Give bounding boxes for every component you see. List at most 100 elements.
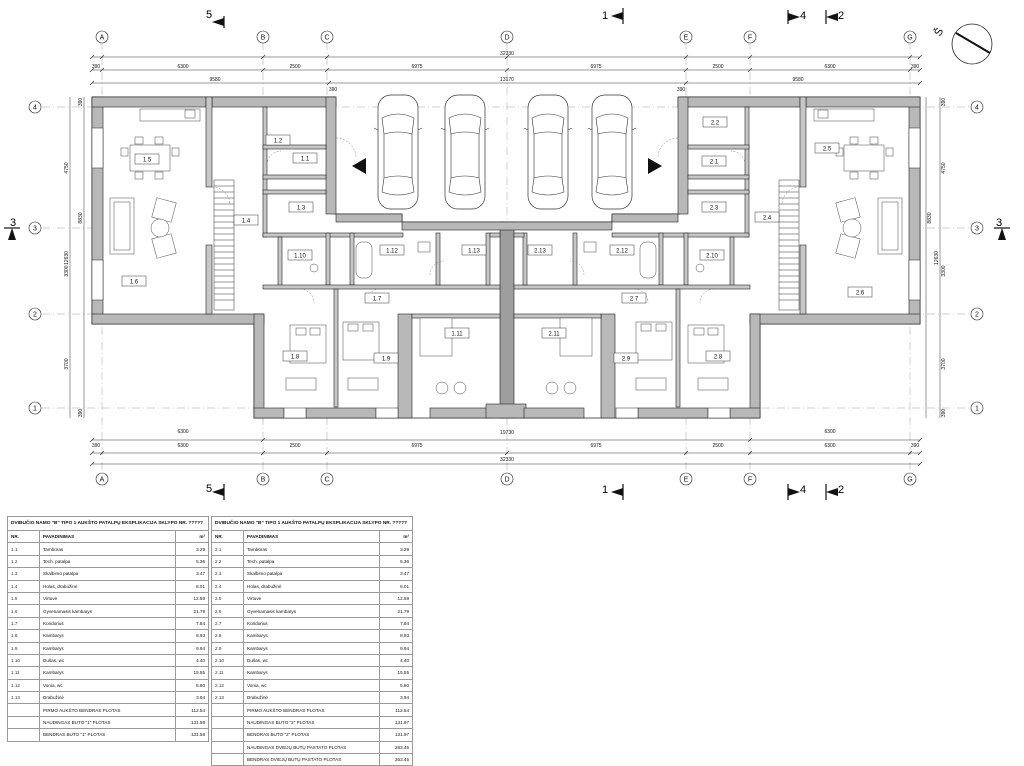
dim-text: 6300 <box>824 429 835 435</box>
grid-bubble-d-bottom: D <box>500 472 514 486</box>
dim-overall-top: 32330 <box>500 51 514 57</box>
table-cell-nr: 2.13 <box>211 691 244 705</box>
section-label: 3 <box>10 217 16 229</box>
section-label: 1 <box>602 10 608 22</box>
table-cell-name: Tambūras <box>243 542 380 556</box>
table-cell-area: 3.29 <box>174 542 210 556</box>
grid-bubble-2-right: 2 <box>970 307 984 321</box>
column-header-area: m² <box>174 529 210 544</box>
table-cell-nr: 1.1 <box>7 542 40 556</box>
svg-text:1.1: 1.1 <box>301 157 310 163</box>
entrance-arrow-left-icon <box>352 158 366 174</box>
section-marker-2-top: 2 <box>825 10 844 24</box>
svg-text:1.3: 1.3 <box>297 206 306 212</box>
table-cell-nr: 2.11 <box>211 666 244 680</box>
car-icon <box>440 94 490 210</box>
grid-bubble-b-bottom: B <box>256 472 270 486</box>
table-cell-nr <box>211 740 244 755</box>
table-cell-area: 131.58 <box>174 728 210 742</box>
svg-text:2.3: 2.3 <box>710 206 719 212</box>
dim-text: 9580 <box>209 77 220 83</box>
table-cell-nr: 2.2 <box>211 554 244 569</box>
table-cell-area: 4.40 <box>174 653 210 668</box>
dim-text: 4750 <box>941 162 947 173</box>
table-cell-area: 15.55 <box>378 666 414 680</box>
grid-bubble-f-bottom: F <box>743 472 757 486</box>
table-cell-nr: 1.10 <box>7 653 40 668</box>
dim-text: 19730 <box>500 430 514 436</box>
dim-text: 9580 <box>792 77 803 83</box>
table-cell-area: 5.36 <box>378 554 414 569</box>
table-cell-nr: 1.13 <box>7 691 40 705</box>
room-label-2-3: 2.3 <box>701 201 727 213</box>
table-cell-nr: 1.5 <box>7 591 40 606</box>
room-label-1-11: 1.11 <box>444 327 470 339</box>
table-cell-name: Drabužinė <box>39 691 176 705</box>
dim-text: 390 <box>78 98 84 107</box>
section-label: 2 <box>838 484 844 496</box>
stairs <box>213 179 800 311</box>
room-label-1-8: 1.8 <box>282 350 308 362</box>
grid-bubble-a-bottom: A <box>95 472 109 486</box>
grid-label: 4 <box>975 105 979 112</box>
floor-plan: Š 5 1 4 2 5 1 4 2 <box>4 8 1010 500</box>
table-cell-name: Tech. patalpa <box>39 554 176 569</box>
grid-bubble-c-bottom: C <box>320 472 334 486</box>
table-cell-nr: 1.9 <box>7 641 40 655</box>
exterior-walls <box>91 96 921 419</box>
section-label: 3 <box>996 217 1002 229</box>
grid-label: C <box>324 477 329 484</box>
svg-text:2.7: 2.7 <box>630 297 639 303</box>
section-marker-5-bottom: 5 <box>206 483 225 500</box>
table-cell-nr <box>211 703 244 717</box>
grid-label: D <box>504 477 509 484</box>
dim-text: 2500 <box>289 64 300 70</box>
table-cell-name: Tech. patalpa <box>243 554 380 569</box>
svg-text:2.8: 2.8 <box>714 355 723 361</box>
dim-text: 390 <box>329 87 338 93</box>
svg-text:1.11: 1.11 <box>451 332 463 338</box>
section-label: 5 <box>206 9 212 21</box>
table-cell-name: Virtuvė <box>39 591 176 606</box>
grid-label: B <box>261 477 266 484</box>
room-label-1-3: 1.3 <box>288 201 314 213</box>
table-cell-name: Vonia, wc <box>243 678 380 693</box>
table-cell-area: 9.94 <box>378 641 414 655</box>
car-icon <box>373 94 423 210</box>
section-marker-3-right: 3 <box>994 217 1010 240</box>
svg-text:1.13: 1.13 <box>468 249 480 255</box>
table-cell-name: Kambarys <box>243 666 380 680</box>
dim-text: 6975 <box>411 443 422 449</box>
table-cell-name: Gyvenamasis kambarys <box>243 604 380 618</box>
dim-text: 390 <box>941 98 947 107</box>
room-label-1-2: 1.2 <box>265 134 291 146</box>
table-cell-nr: 2.1 <box>211 542 244 556</box>
grid-bubble-4-left: 4 <box>28 100 42 114</box>
dim-text: 390 <box>92 64 101 70</box>
grid-bubble-f-top: F <box>743 30 757 44</box>
grid-label: 1 <box>975 406 979 413</box>
dim-text: 6300 <box>177 429 188 435</box>
dim-text: 390 <box>941 409 947 418</box>
grid-label: F <box>748 477 752 484</box>
grid-label: B <box>261 35 266 42</box>
dim-text: 390 <box>677 87 686 93</box>
north-label: Š <box>931 26 946 39</box>
table-cell-nr <box>7 728 40 742</box>
section-label: 1 <box>602 484 608 496</box>
grid-label: 1 <box>33 406 37 413</box>
section-marker-4-top: 4 <box>787 10 806 24</box>
svg-text:2.13: 2.13 <box>534 249 546 255</box>
dim-overall-bottom: 32330 <box>500 457 514 463</box>
table-cell-name: BENDRAS BUTO "2" PLOTAS <box>243 728 380 742</box>
dim-text: 3700 <box>941 358 947 369</box>
svg-text:1.12: 1.12 <box>386 249 398 255</box>
table-cell-area: 21.79 <box>378 604 414 618</box>
